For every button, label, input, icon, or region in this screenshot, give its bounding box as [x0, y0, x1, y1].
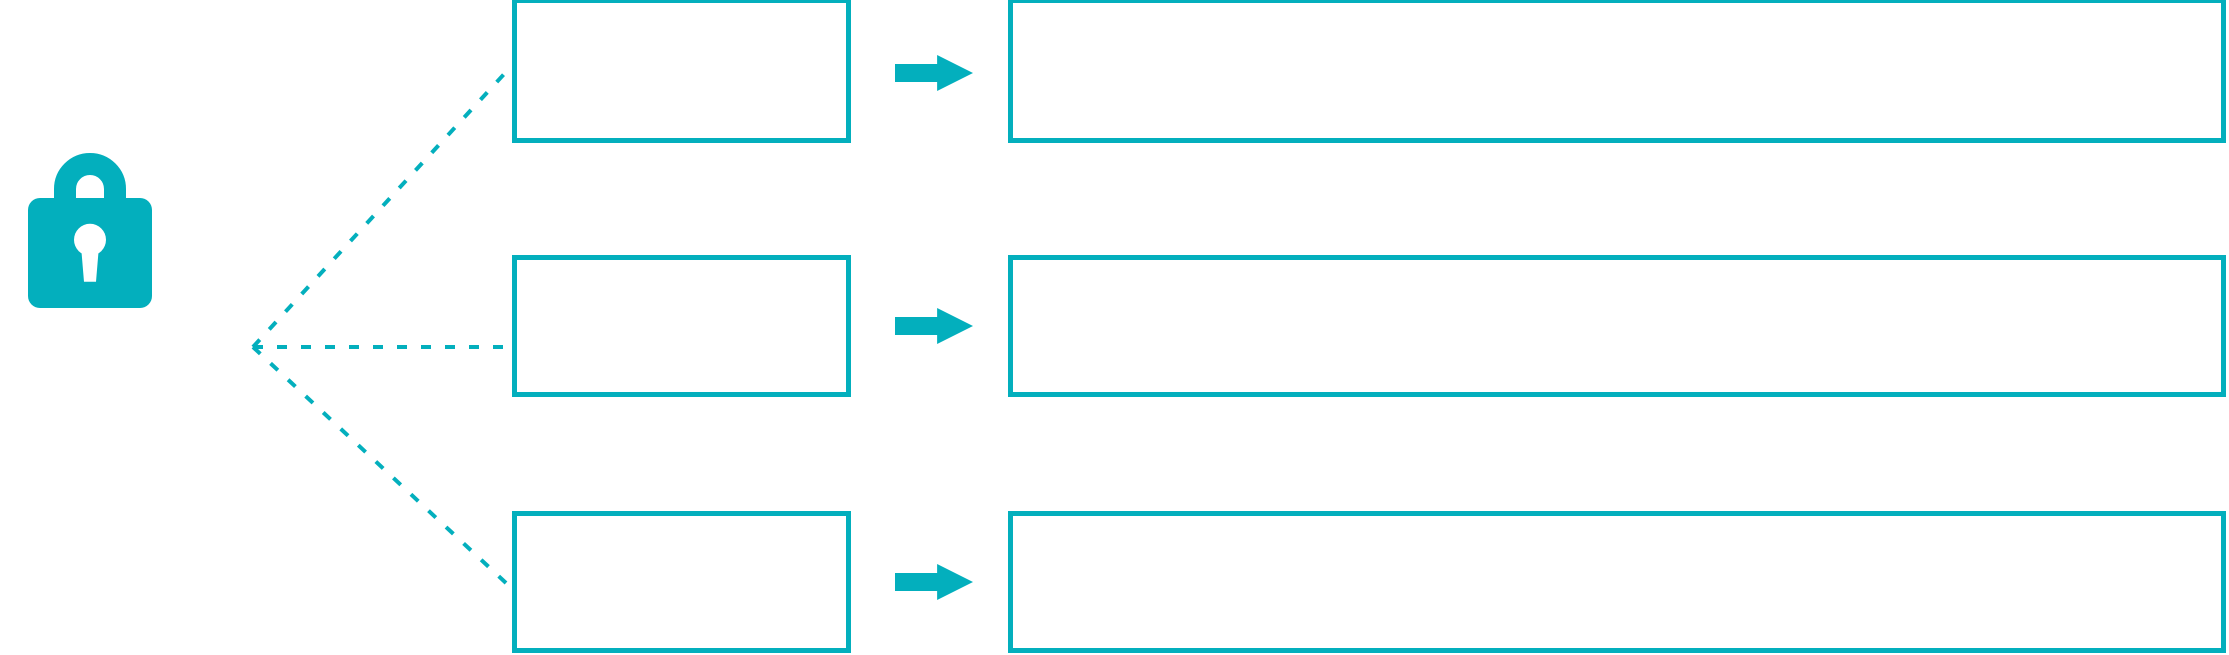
arrow-row-3 [895, 564, 973, 600]
row-3-left-box[interactable] [512, 511, 851, 653]
source-node-group [28, 153, 152, 308]
row-1-left-box[interactable] [512, 0, 851, 143]
box-group [512, 0, 2226, 653]
arrow-row-1 [895, 55, 973, 91]
arrow-row-2 [895, 308, 973, 344]
row-2-right-box[interactable] [1008, 255, 2226, 397]
connector-to-row-1 [251, 70, 508, 349]
connector-group [251, 70, 508, 585]
row-3-right-box[interactable] [1008, 511, 2226, 653]
row-1-right-box[interactable] [1008, 0, 2226, 143]
arrow-group [895, 55, 973, 600]
connector-to-row-3 [251, 345, 508, 585]
padlock-shackle-icon [54, 153, 126, 206]
padlock-keyhole-stem-icon [81, 245, 99, 282]
row-2-left-box[interactable] [512, 255, 851, 397]
